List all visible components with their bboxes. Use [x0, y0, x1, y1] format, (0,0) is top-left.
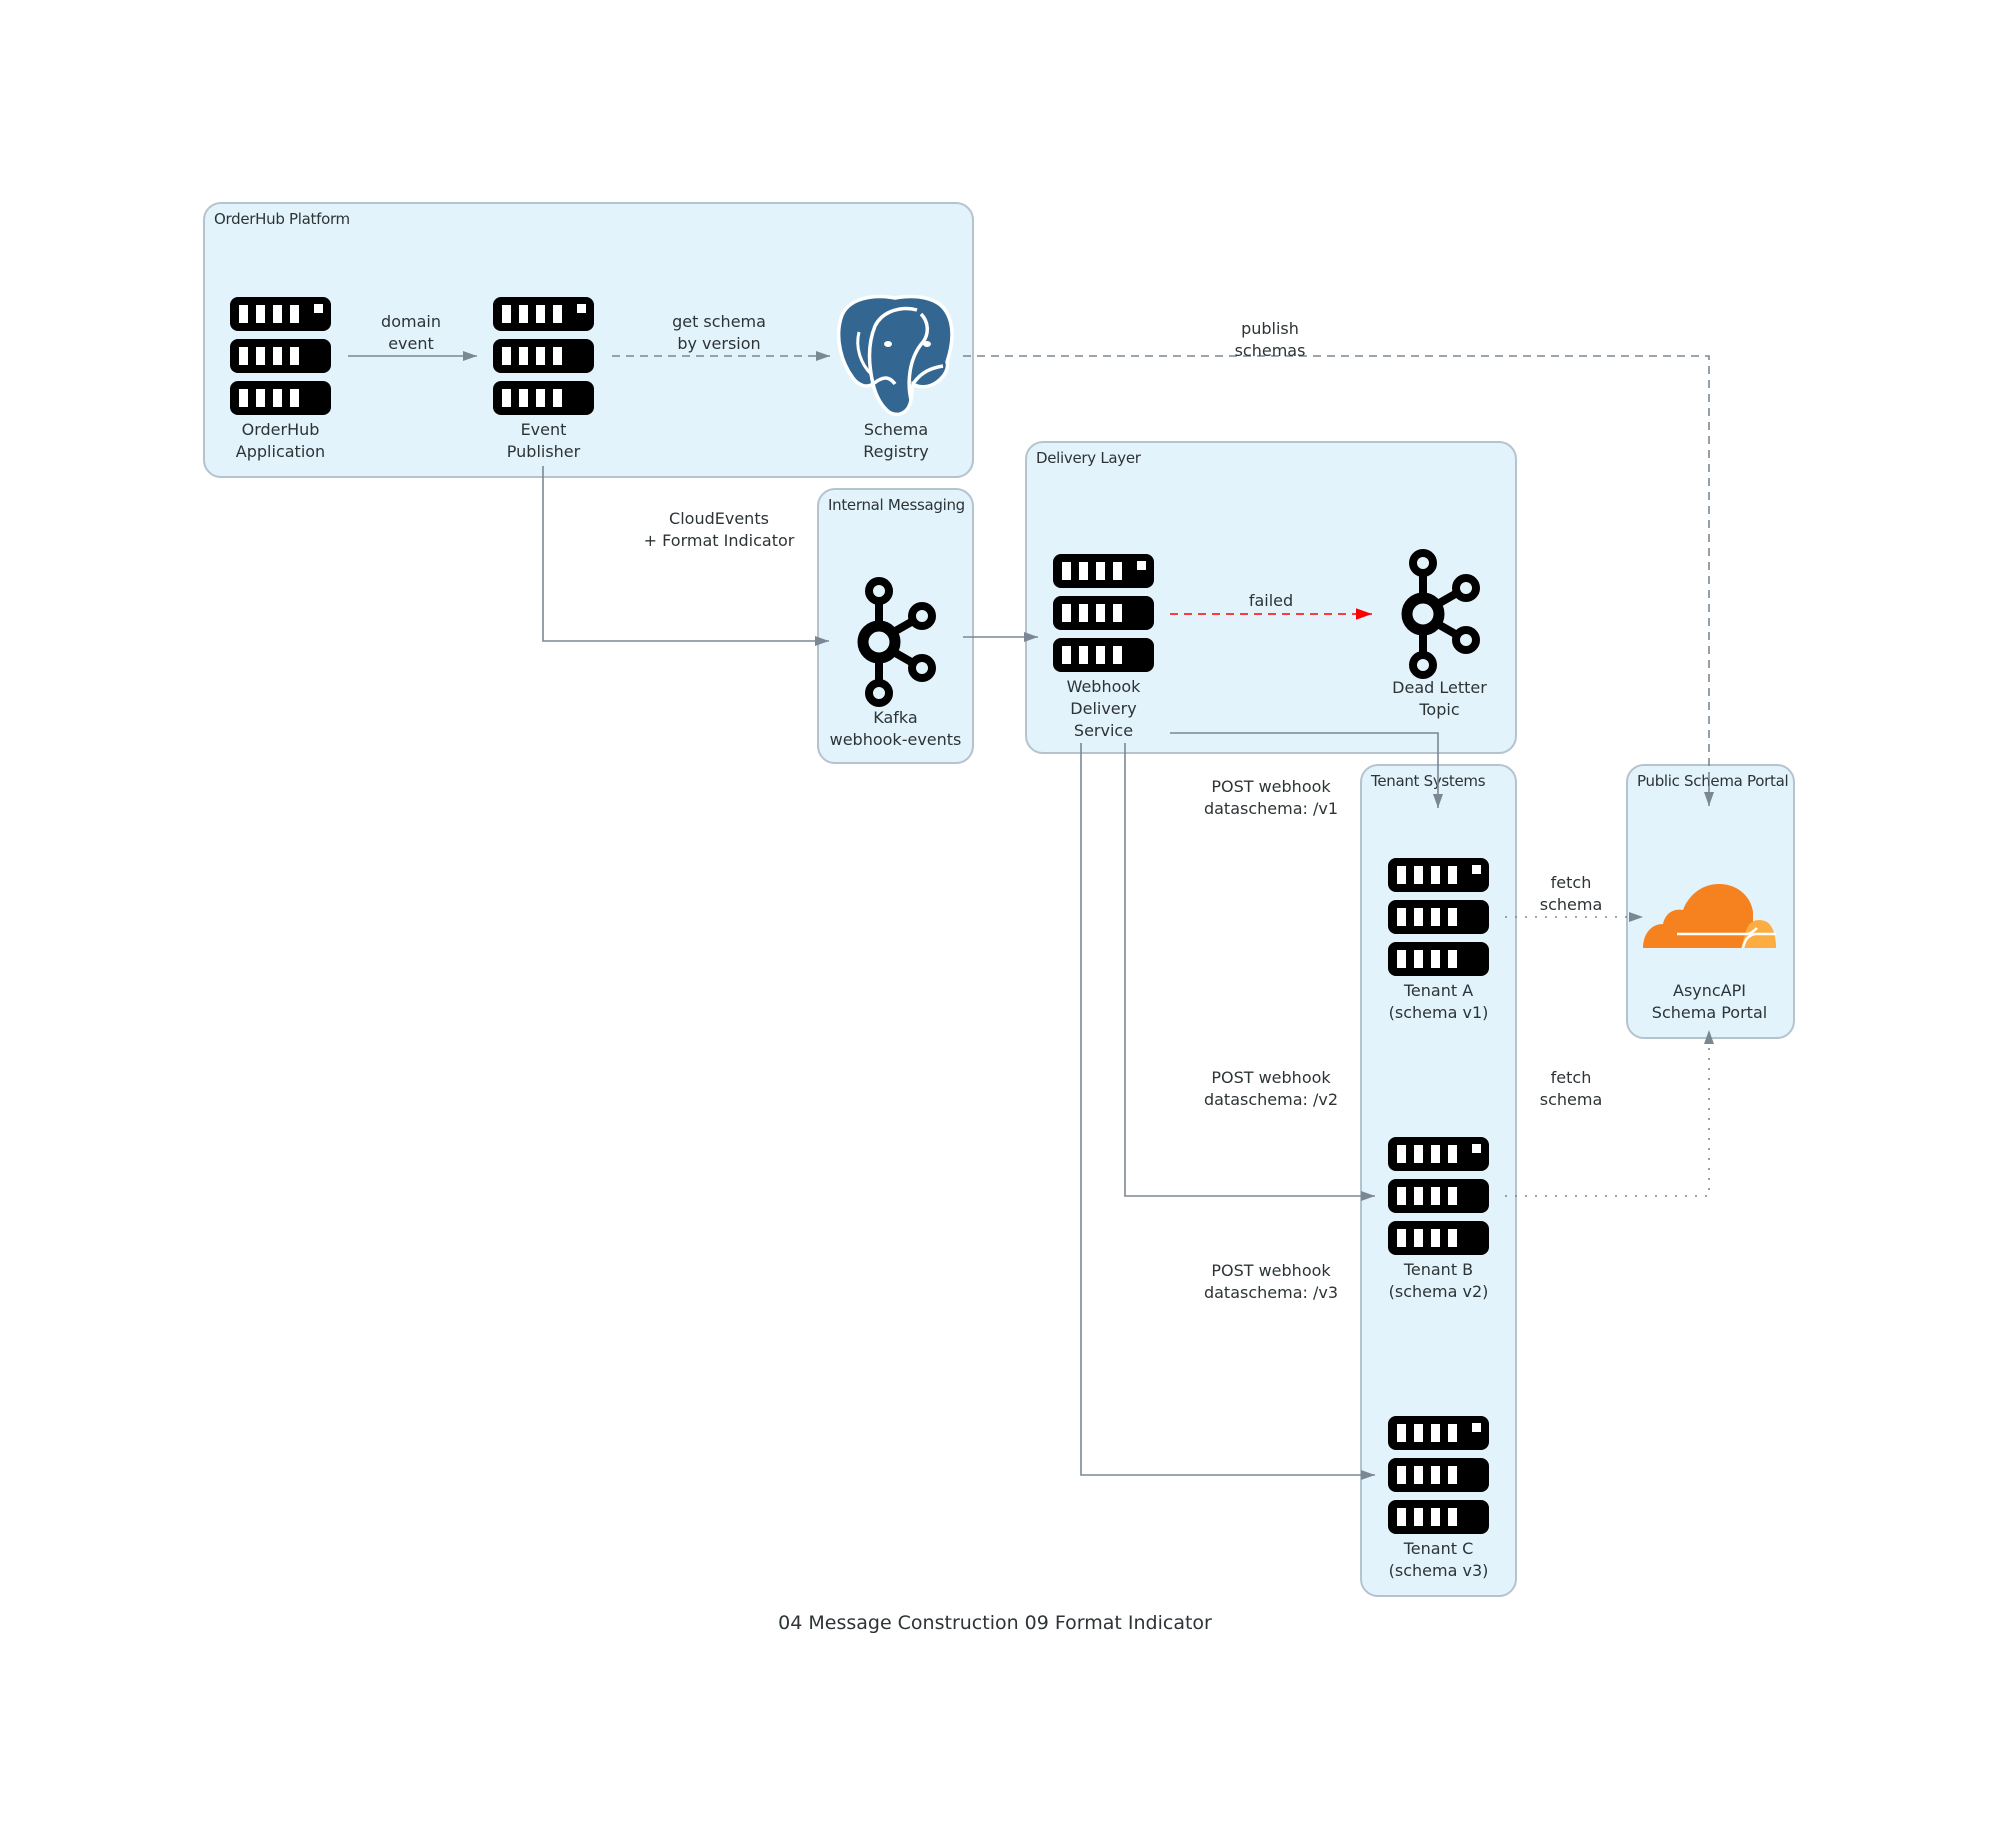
node-label: Event Publisher: [506, 420, 581, 461]
edge-fetch-schema-b: [1505, 1030, 1714, 1197]
node-label: Tenant B (schema v2): [1388, 1260, 1489, 1301]
edge-label-get-schema: get schema by version: [672, 312, 766, 353]
cluster-label: Tenant Systems: [1371, 772, 1486, 790]
diagram-title: 04 Message Construction 09 Format Indica…: [778, 1612, 1212, 1634]
node-label: Tenant C (schema v3): [1388, 1539, 1489, 1580]
node-label: Webhook Delivery Service: [1066, 677, 1141, 740]
cluster-label: Public Schema Portal: [1637, 772, 1789, 790]
kafka-icon: [853, 575, 938, 709]
node-tenant-c[interactable]: Tenant C (schema v3): [1388, 1416, 1489, 1586]
cluster-label: Delivery Layer: [1036, 449, 1141, 467]
node-label: Kafka webhook-events: [829, 708, 962, 749]
cluster-label: Internal Messaging: [828, 496, 965, 514]
edge-label-post-v2: POST webhook dataschema: /v2: [1203, 1068, 1339, 1109]
node-orderhub-application[interactable]: OrderHub Application: [230, 297, 331, 461]
node-webhook-delivery-service[interactable]: Webhook Delivery Service: [1053, 554, 1154, 744]
node-tenant-a[interactable]: Tenant A (schema v1): [1388, 858, 1489, 1028]
edge-label-post-v3: POST webhook dataschema: /v3: [1203, 1261, 1339, 1302]
edge-label-post-v1: POST webhook dataschema: /v1: [1203, 777, 1339, 818]
node-label: Dead Letter Topic: [1392, 678, 1487, 719]
node-label: Schema Registry: [863, 420, 929, 461]
edge-label-domain-event: domain event: [381, 312, 441, 353]
server-icon: [230, 297, 331, 415]
node-event-publisher[interactable]: Event Publisher: [493, 297, 594, 461]
server-icon: [1388, 1416, 1489, 1534]
node-tenant-b[interactable]: Tenant B (schema v2): [1388, 1137, 1489, 1307]
kafka-icon: [1397, 547, 1482, 681]
server-icon: [1053, 554, 1154, 672]
edge-label-fetch-schema-b: fetch schema: [1539, 1068, 1603, 1109]
node-asyncapi-schema-portal[interactable]: AsyncAPI Schema Portal: [1643, 884, 1776, 1024]
server-icon: [1388, 1137, 1489, 1255]
edge-label-failed: failed: [1248, 591, 1294, 610]
edge-label-fetch-schema-a: fetch schema: [1539, 873, 1603, 914]
cluster-label: OrderHub Platform: [214, 210, 350, 228]
edge-cloudevents: [542, 466, 829, 646]
edge-label-cloudevents: CloudEvents + Format Indicator: [643, 509, 795, 550]
node-label: Tenant A (schema v1): [1388, 981, 1489, 1022]
cloudflare-icon: [1643, 884, 1776, 948]
node-dead-letter-topic[interactable]: Dead Letter Topic: [1392, 547, 1487, 727]
server-icon: [1388, 858, 1489, 976]
server-icon: [493, 297, 594, 415]
node-label: OrderHub Application: [235, 420, 326, 461]
node-schema-registry[interactable]: Schema Registry: [833, 292, 959, 462]
edge-label-publish-schemas: publish schemas: [1234, 319, 1306, 360]
node-label: AsyncAPI Schema Portal: [1651, 981, 1768, 1022]
node-kafka-webhook-events[interactable]: Kafka webhook-events: [830, 575, 961, 755]
postgresql-icon: [833, 292, 959, 420]
